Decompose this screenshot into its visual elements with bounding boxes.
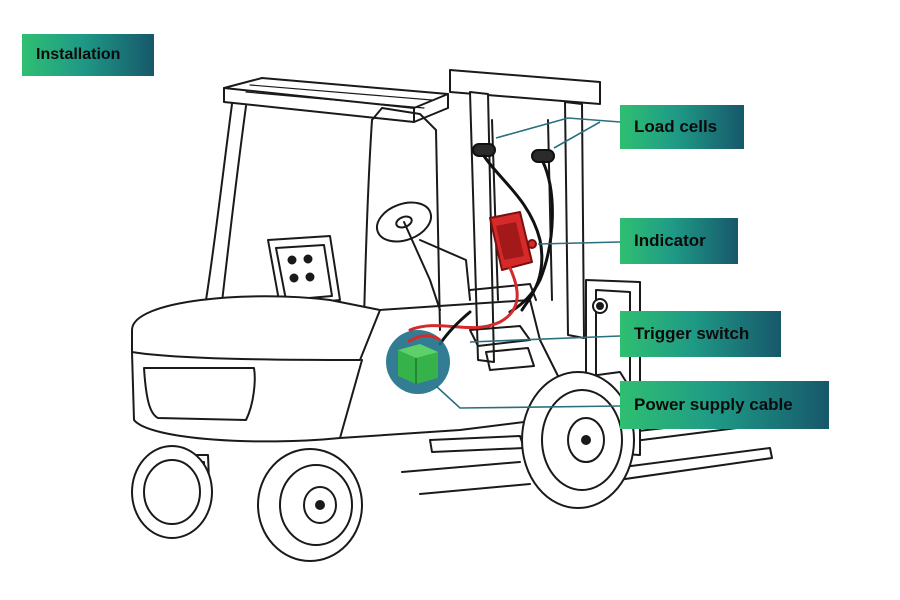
load-cell-cables [482,154,554,314]
indicator-device [489,211,537,271]
callout-label: Load cells [634,117,718,136]
title-label: Installation [36,46,121,63]
leader-power-supply [435,385,621,409]
leader-load-cells [495,117,621,139]
seat [267,235,341,307]
front-wheel-left [257,448,363,562]
power-cable [408,266,519,332]
callout-power-supply-cable: Power supply cable [620,381,829,429]
leader-lines [435,117,621,409]
front-wheel-right [521,371,635,509]
callout-trigger-switch: Trigger switch [620,311,781,357]
callout-label: Trigger switch [634,324,750,343]
callout-label: Indicator [634,231,706,250]
leader-trigger-switch [469,335,621,343]
overhead-guard [205,77,449,331]
callout-load-cells: Load cells [620,105,744,149]
steering-wheel [375,201,471,311]
page-title: Installation [22,34,154,76]
callout-indicator: Indicator [620,218,738,264]
callout-label: Power supply cable [634,395,793,414]
rear-wheel [131,445,213,539]
leader-load-cells-b [553,121,601,149]
leader-indicator [537,241,621,245]
battery-highlight [386,330,450,394]
